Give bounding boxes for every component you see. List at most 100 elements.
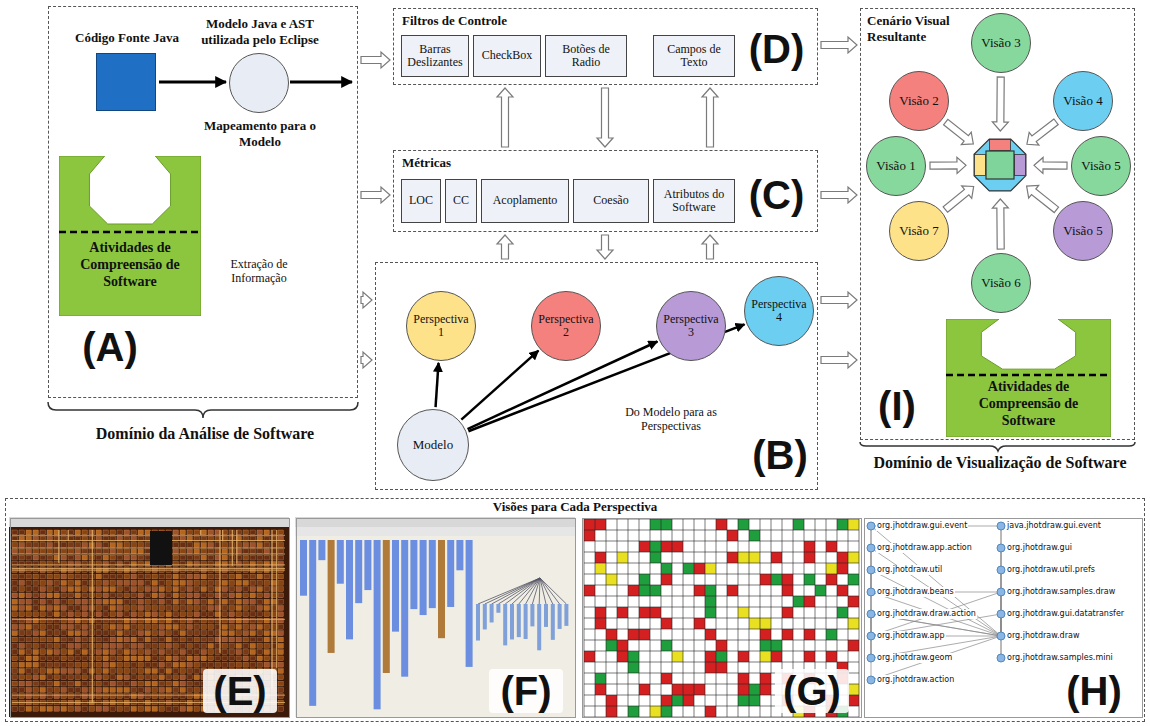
treemap-cell bbox=[124, 656, 129, 661]
node-text: Visão 5 bbox=[1063, 224, 1102, 238]
treemap-cell bbox=[159, 599, 164, 604]
brace bbox=[48, 402, 358, 418]
dashed-divider bbox=[59, 231, 201, 234]
matrix-cell bbox=[848, 596, 859, 607]
treemap-cell bbox=[110, 618, 115, 623]
treemap-cell bbox=[236, 631, 241, 636]
treemap-cell bbox=[138, 618, 143, 623]
package-label: org.jhotdraw.app bbox=[876, 631, 946, 641]
treemap-cell bbox=[82, 706, 87, 711]
treemap-cell bbox=[194, 587, 199, 592]
matrix-cell bbox=[738, 695, 749, 706]
treemap-cell bbox=[166, 669, 171, 674]
treemap-cell bbox=[117, 612, 122, 617]
grid-line bbox=[584, 541, 859, 542]
treemap-divider bbox=[12, 547, 285, 548]
treemap-cell bbox=[40, 599, 45, 604]
treemap-cell bbox=[54, 574, 59, 579]
treemap-cell bbox=[208, 612, 213, 617]
node-text: Visão 4 bbox=[1063, 94, 1102, 108]
treemap-cell bbox=[208, 555, 213, 560]
treemap-cell bbox=[117, 662, 122, 667]
treemap-cell bbox=[145, 618, 150, 623]
treemap-cell bbox=[264, 543, 269, 548]
graph-dot bbox=[997, 654, 1005, 662]
treemap-cell bbox=[131, 650, 136, 655]
treemap-cell bbox=[12, 669, 17, 674]
view-circle: Visão 1 bbox=[866, 136, 926, 196]
treemap-cell bbox=[131, 694, 136, 699]
treemap-cell bbox=[68, 593, 73, 598]
treemap-cell bbox=[159, 706, 164, 711]
treemap-cell bbox=[250, 618, 255, 623]
treemap-cell bbox=[75, 606, 80, 611]
matrix-cell bbox=[617, 552, 628, 563]
treemap-cell bbox=[159, 669, 164, 674]
matrix-cell bbox=[595, 673, 606, 684]
treemap-cell bbox=[110, 530, 115, 535]
treemap-cell bbox=[96, 637, 101, 642]
treemap-cell bbox=[82, 593, 87, 598]
treemap-cell bbox=[180, 625, 185, 630]
treemap-cell bbox=[222, 580, 227, 585]
treemap-cell bbox=[250, 599, 255, 604]
matrix-cell bbox=[672, 695, 683, 706]
treemap-cell bbox=[68, 662, 73, 667]
treemap-divider bbox=[272, 530, 273, 688]
arrow-line bbox=[159, 81, 226, 84]
treemap-cell bbox=[278, 562, 283, 567]
treemap-cell bbox=[187, 675, 192, 680]
treemap-cell bbox=[68, 555, 73, 560]
treemap-cell bbox=[124, 530, 129, 535]
treemap-cell bbox=[124, 606, 129, 611]
treemap-cell bbox=[250, 562, 255, 567]
matrix-cell bbox=[782, 629, 793, 640]
treemap-cell bbox=[96, 625, 101, 630]
treemap-cell bbox=[12, 694, 17, 699]
treemap-cell bbox=[82, 631, 87, 636]
package-label: org.jhotdraw.action bbox=[876, 675, 955, 685]
matrix-view: (G) bbox=[582, 518, 862, 718]
treemap-cell bbox=[110, 681, 115, 686]
bar bbox=[447, 540, 454, 607]
treemap-cell bbox=[12, 688, 17, 693]
treemap-cell bbox=[117, 530, 122, 535]
graph-dot bbox=[867, 632, 875, 640]
treemap-cell bbox=[124, 694, 129, 699]
treemap-cell bbox=[54, 612, 59, 617]
treemap-cell bbox=[166, 662, 171, 667]
treemap-cell bbox=[131, 580, 136, 585]
node-text: Visão 6 bbox=[981, 276, 1020, 290]
treemap-cell bbox=[243, 555, 248, 560]
heading-text: Cenário Visual Resultante bbox=[867, 13, 951, 44]
treemap-cell bbox=[278, 656, 283, 661]
treemap-cell bbox=[201, 599, 206, 604]
bar bbox=[328, 540, 335, 653]
treemap-cell bbox=[54, 650, 59, 655]
matrix-cell bbox=[694, 585, 705, 596]
treemap-cell bbox=[194, 650, 199, 655]
matrix-cell bbox=[760, 618, 771, 629]
treemap-cell bbox=[194, 662, 199, 667]
treemap-cell bbox=[222, 574, 227, 579]
treemap-cell bbox=[131, 530, 136, 535]
treemap-cell bbox=[75, 656, 80, 661]
matrix-cell bbox=[661, 541, 672, 552]
treemap-cell bbox=[264, 637, 269, 642]
treemap-cell bbox=[40, 656, 45, 661]
treemap-cell bbox=[61, 612, 66, 617]
grid-line bbox=[584, 574, 859, 575]
treemap-cell bbox=[257, 593, 262, 598]
treemap-cell bbox=[257, 580, 262, 585]
treemap-cell bbox=[89, 675, 94, 680]
treemap-cell bbox=[173, 662, 178, 667]
treemap-cell bbox=[166, 606, 171, 611]
treemap-cell bbox=[12, 543, 17, 548]
dendrogram-leaf bbox=[537, 604, 541, 650]
matrix-cell bbox=[606, 695, 617, 706]
treemap-cell bbox=[159, 606, 164, 611]
treemap-cell bbox=[131, 618, 136, 623]
matrix-cell bbox=[738, 607, 749, 618]
treemap-cell bbox=[187, 688, 192, 693]
treemap-cell bbox=[278, 574, 283, 579]
